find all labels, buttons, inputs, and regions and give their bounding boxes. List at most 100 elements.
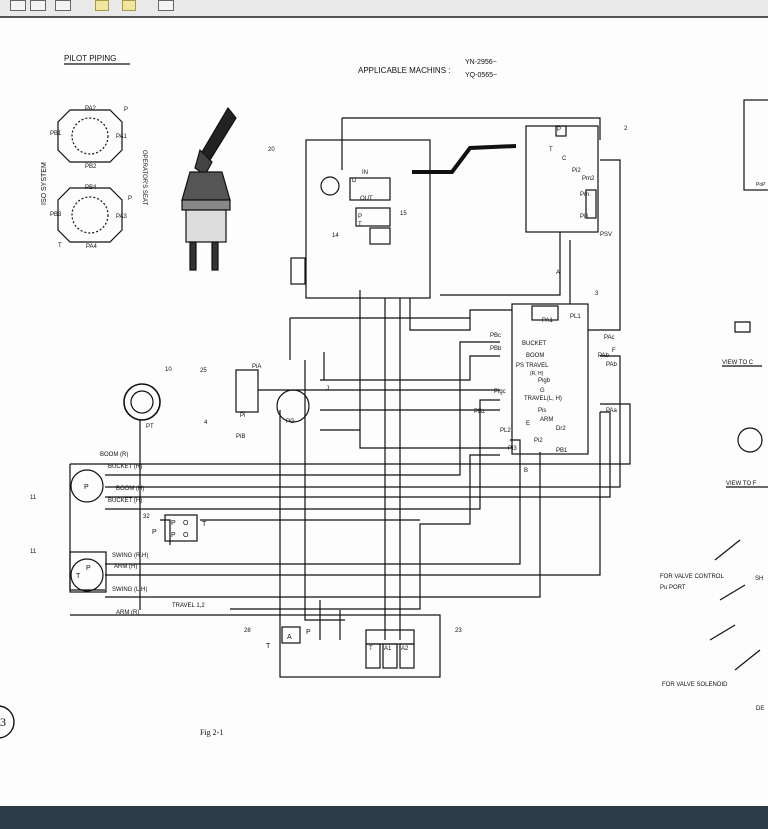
valve-boom: BOOM (526, 353, 544, 359)
view-f-gauge-icon (737, 427, 763, 453)
sol-a: A (287, 634, 292, 641)
valve-g: G (540, 388, 545, 394)
pg-circle (276, 389, 310, 423)
view-to-c: VIEW TO C (722, 360, 754, 366)
page-marker (0, 705, 15, 739)
open-icon[interactable] (55, 0, 71, 11)
right-fittings (709, 539, 761, 671)
callout-20: 20 (268, 147, 275, 153)
view-c-fitting (734, 321, 751, 333)
valve-travel-lh: TRAVEL(L, H) (524, 396, 562, 402)
valve-ps-travel: PS TRAVEL (516, 363, 549, 369)
valve-dr2: Dr2 (556, 426, 566, 432)
valve-pac: PAc (604, 335, 615, 341)
callout-11b: 11 (30, 549, 37, 555)
block32-p1: P (171, 520, 176, 527)
port-p-top: P (124, 107, 128, 113)
pilot-lines (69, 117, 631, 640)
port-t: T (58, 243, 62, 249)
block32-o1: O (183, 520, 189, 527)
valve-pb1: PB1 (556, 448, 568, 454)
line-boom-r: BOOM (R) (100, 452, 128, 458)
figure-caption: Fig 2-1 (200, 728, 223, 737)
port-pb1: PB1 (50, 131, 62, 137)
pump-pi1: Pi1 (580, 214, 589, 220)
pump-pi2: Pi2 (572, 168, 581, 174)
callout-3: 3 (595, 291, 599, 297)
line-swing-lh: SWING (L.H) (112, 587, 147, 593)
port-pa1: PA1 (116, 134, 128, 140)
save-icon[interactable] (10, 0, 26, 11)
valve-pl2: PL2 (500, 428, 511, 434)
block32-tout: T (202, 521, 207, 528)
tank-p: P (358, 214, 362, 220)
switch-bottom-t: T (76, 573, 81, 580)
valve-b: B (524, 468, 528, 474)
port-pa4: PA4 (86, 244, 98, 250)
line-bucket-r: BUCKET (R) (108, 464, 142, 470)
switch-top-p: P (84, 484, 89, 491)
tank-d: D (352, 178, 357, 184)
sol-t: T (266, 643, 271, 650)
print-icon[interactable] (30, 0, 46, 11)
page-icon[interactable] (158, 0, 174, 11)
view-to-f: VIEW TO F (726, 481, 757, 487)
line-travel: TRAVEL 1,2 (172, 603, 205, 609)
label-pia: PiA (252, 364, 261, 370)
valve-f: F (612, 348, 616, 354)
gauge-pt: PT (146, 424, 154, 430)
line-bucket-h: BUCKET (H) (108, 498, 142, 504)
pressure-switch-top (70, 469, 104, 503)
port-pb2: PB2 (85, 164, 97, 170)
serial-2: YQ-0565~ (465, 72, 497, 79)
edit-icon[interactable] (95, 0, 109, 11)
sol-p: P (306, 629, 311, 636)
callout-15: 15 (400, 211, 407, 217)
for-valve-control: FOR VALVE CONTROL (660, 574, 724, 580)
pump-c: C (562, 156, 567, 162)
port-pb3: PB3 (50, 212, 62, 218)
block32-pin: P (152, 529, 157, 536)
tank-t: T (358, 222, 362, 228)
valve-pigb: Pigb (538, 378, 551, 384)
toolbar (0, 0, 768, 18)
tank-out: OUT (360, 196, 373, 202)
right-de: DE (756, 706, 764, 712)
sol-t2: T (369, 646, 373, 652)
solenoid-valve-block (279, 614, 441, 678)
valve-arm: ARM (540, 417, 553, 423)
pump-t: T (549, 147, 553, 153)
line-arm-h: ARM (H) (114, 564, 137, 570)
pump-p: P (557, 127, 561, 133)
applicable-label: APPLICABLE MACHINS : (358, 66, 450, 75)
pump-pm2: Pm2 (582, 176, 595, 182)
valve-pbc: PBc (490, 333, 501, 339)
callout-23: 23 (455, 628, 462, 634)
valve-rh: (R, H) (530, 371, 544, 377)
valve-pa1: PA1 (542, 318, 554, 324)
valve-paa: PAa (606, 408, 618, 414)
valve-a: A (556, 270, 560, 276)
main-pump (525, 125, 599, 233)
joystick-lever-icon (181, 106, 237, 271)
sol-a1: A1 (384, 646, 392, 652)
right-pop: PoP (756, 182, 766, 188)
port-p-bottom: P (128, 196, 132, 202)
right-detail-box (743, 99, 768, 191)
iso-system-label: ISO SYSTEM (41, 162, 48, 205)
valve-pbb: PBb (490, 346, 502, 352)
document-page: PILOT PIPING APPLICABLE MACHINS : YN-295… (0, 18, 768, 806)
line-boom-h: BOOM (H) (116, 486, 144, 492)
callout-32: 32 (143, 514, 150, 520)
line-swing-rh: SWING (R.H) (112, 553, 148, 559)
block-32 (164, 514, 198, 542)
pilot-valve-bottom (57, 187, 123, 243)
select-icon[interactable] (122, 0, 136, 11)
tank-in: IN (362, 170, 368, 176)
valve-pis: Pis (538, 408, 546, 414)
block32-p2: P (171, 532, 176, 539)
switch-housing (69, 551, 107, 593)
hydraulic-tank (290, 139, 517, 299)
right-sh: SH (755, 576, 763, 582)
pressure-switch-bottom (70, 558, 104, 592)
